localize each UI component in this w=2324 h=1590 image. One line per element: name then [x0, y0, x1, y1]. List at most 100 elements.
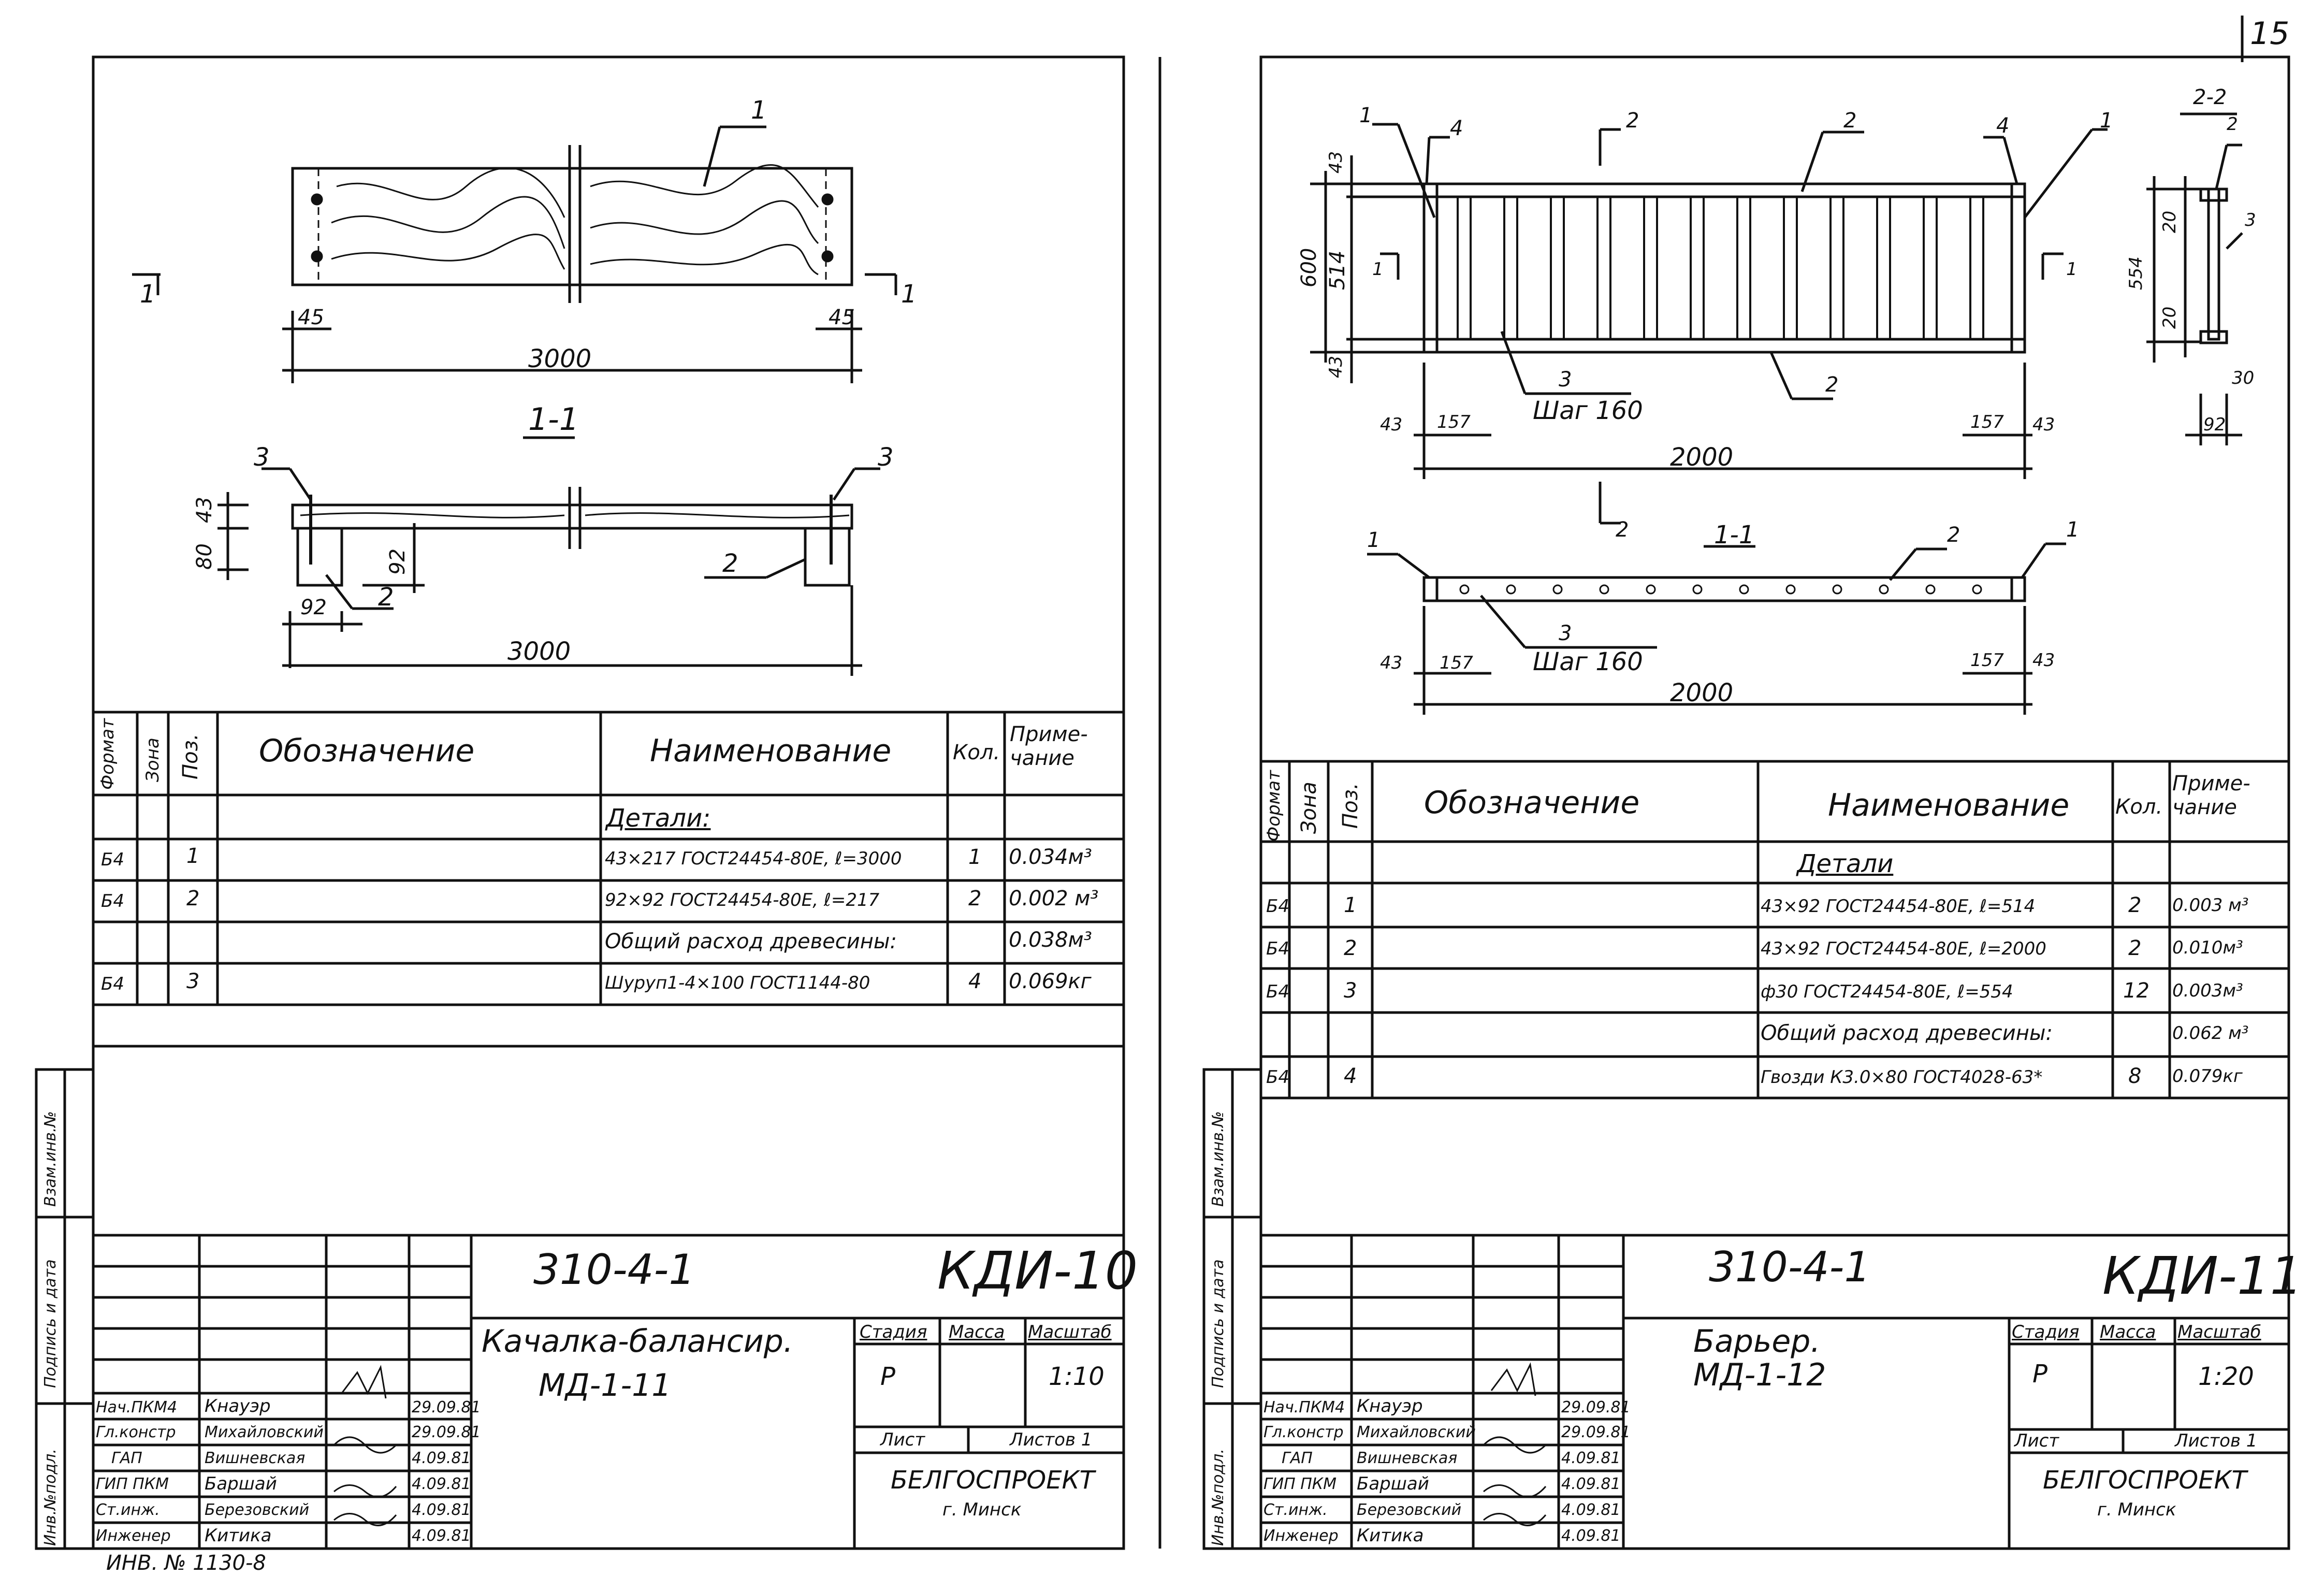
- right-th-pos-text: Поз.: [1339, 783, 1362, 829]
- board-plan-left: [291, 167, 853, 286]
- right-row-1-qty: 2: [2128, 893, 2142, 917]
- right-pos2bot: 2: [1825, 373, 1839, 397]
- right-signer-0-name: Кнауэр: [1357, 1396, 1423, 1416]
- right-sec22-3: 3: [2245, 210, 2256, 230]
- right-subtitle: МД-1-12: [1693, 1357, 1826, 1393]
- right-dim-43a: 43: [1326, 151, 1346, 174]
- left-dim-45-left: 45: [298, 306, 324, 329]
- left-scale: 1:10: [1049, 1362, 1105, 1391]
- right-row-1-name: 43×92 ГОСТ24454-80Е, ℓ=514: [1761, 896, 2036, 917]
- left-signer-2-name: Вишневская: [205, 1449, 306, 1467]
- right-sec-arrow-1: 1: [1372, 259, 1384, 280]
- left-pos2-label-b: 2: [722, 549, 738, 578]
- right-dim-554: 554: [2126, 256, 2146, 290]
- left-side-sign-text: Подпись и дата: [41, 1259, 60, 1389]
- right-row-5-format: Б4: [1266, 1067, 1289, 1088]
- left-row-1-qty: 1: [968, 845, 982, 869]
- left-dim-3000-top: 3000: [528, 344, 592, 373]
- left-th-qty: Кол.: [953, 741, 1000, 764]
- left-sheet-code: КДИ-10: [937, 1240, 1138, 1301]
- right-dim-43b: 43: [1326, 356, 1346, 378]
- right-stage: Р: [2032, 1360, 2047, 1389]
- left-row-3-note: 0.038м³: [1009, 928, 1092, 952]
- left-signer-0-name: Кнауэр: [205, 1396, 271, 1416]
- left-th-format: Формат: [97, 718, 118, 790]
- left-dim-92-vert: 92: [386, 548, 410, 575]
- right-sheet-code: КДИ-11: [2102, 1246, 2303, 1306]
- right-th-zone: Зона: [1297, 782, 1321, 834]
- left-section-title: 1-1: [528, 401, 579, 438]
- right-th-qty: Кол.: [2115, 795, 2163, 819]
- right-pos3b: 3: [1559, 621, 1572, 645]
- right-th-zone-text: Зона: [1297, 782, 1321, 834]
- right-dim-43d: 43: [2032, 414, 2055, 435]
- right-signer-2-date: 4.09.81: [1561, 1449, 1621, 1467]
- left-signer-4-name: Березовский: [205, 1501, 310, 1519]
- right-signer-0-date: 29.09.81: [1561, 1398, 1631, 1416]
- right-signer-4-date: 4.09.81: [1561, 1501, 1621, 1519]
- right-dim-514: 514: [1326, 251, 1349, 290]
- right-dim-30: 30: [2232, 368, 2255, 388]
- left-signer-3-role: ГИП ПКМ: [96, 1475, 169, 1493]
- right-doc-code: 310-4-1: [1709, 1243, 1871, 1291]
- right-row-2-qty: 2: [2128, 936, 2142, 960]
- right-side-replace: Взам.инв.№: [1209, 1111, 1227, 1207]
- right-row-5-name: Гвозди К3.0×80 ГОСТ4028-63*: [1761, 1067, 2043, 1088]
- right-row-3-format: Б4: [1266, 981, 1289, 1002]
- right-dim-43a-text: 43: [1326, 151, 1346, 174]
- left-signer-5-role: Инженер: [96, 1527, 171, 1545]
- left-row-1-format: Б4: [101, 849, 124, 870]
- left-signer-2-role: ГАП: [111, 1449, 142, 1467]
- left-row-1-name: 43×217 ГОСТ24454-80Е, ℓ=3000: [605, 848, 902, 869]
- right-dim-20b-text: 20: [2159, 306, 2180, 329]
- left-pos3-label-b: 3: [878, 443, 894, 472]
- left-row-2-note: 0.002 м³: [1009, 887, 1099, 910]
- right-th-format: Формат: [1263, 770, 1284, 842]
- left-row-2-qty: 2: [968, 887, 982, 910]
- left-row-4-pos: 3: [186, 970, 200, 993]
- right-row-5-pos: 4: [1344, 1064, 1357, 1088]
- right-signer-3-date: 4.09.81: [1561, 1475, 1621, 1493]
- right-dim-2000: 2000: [1670, 443, 1734, 472]
- page-number: 15: [2250, 16, 2290, 52]
- right-side-sign-text: Подпись и дата: [1209, 1259, 1227, 1389]
- left-dim-43-text: 43: [193, 497, 216, 523]
- left-title: Качалка-балансир.: [482, 1323, 793, 1360]
- left-row-2-name: 92×92 ГОСТ24454-80Е, ℓ=217: [605, 890, 880, 910]
- right-signer-4-role: Ст.инж.: [1263, 1501, 1328, 1519]
- right-city: г. Минск: [2097, 1499, 2176, 1520]
- right-row-2-name: 43×92 ГОСТ24454-80Е, ℓ=2000: [1761, 938, 2046, 959]
- right-sheet-label: Лист: [2014, 1430, 2059, 1451]
- right-pos3: 3: [1559, 368, 1572, 392]
- left-row-4-format: Б4: [101, 974, 124, 994]
- left-th-format-text: Формат: [97, 718, 118, 790]
- left-stage: Р: [880, 1362, 895, 1391]
- right-th-note: Приме-чание: [2172, 772, 2250, 819]
- left-city: г. Минск: [942, 1499, 1022, 1520]
- right-dim-20b: 20: [2159, 307, 2180, 329]
- left-side-sign: Подпись и дата: [41, 1260, 60, 1389]
- right-pos4a: 4: [1450, 117, 1463, 140]
- right-row-0-name: Детали: [1797, 849, 1894, 878]
- right-scale-label: Масштаб: [2177, 1322, 2261, 1342]
- left-dim-43: 43: [193, 497, 216, 523]
- left-row-1-note: 0.034м³: [1009, 845, 1092, 869]
- left-signer-5-date: 4.09.81: [412, 1527, 471, 1545]
- left-th-pos: Поз.: [179, 733, 202, 779]
- right-pos4b: 4: [1996, 114, 2010, 138]
- left-th-designation: Обозначение: [259, 733, 475, 769]
- left-signer-0-date: 29.09.81: [412, 1398, 481, 1416]
- right-row-4-name: Общий расход древесины:: [1761, 1021, 2053, 1045]
- right-sec22-title: 2-2: [2193, 85, 2227, 109]
- left-signer-3-name: Баршай: [205, 1473, 277, 1494]
- left-signer-3-date: 4.09.81: [412, 1475, 471, 1493]
- right-pos2c: 2: [1947, 523, 1960, 547]
- right-signer-2-name: Вишневская: [1357, 1449, 1458, 1467]
- right-signer-1-name: Михайловский: [1357, 1423, 1476, 1441]
- left-dim-3000-bottom: 3000: [507, 637, 571, 666]
- right-dim-157a: 157: [1437, 412, 1471, 432]
- right-th-name: Наименование: [1828, 787, 2070, 823]
- right-row-3-note: 0.003м³: [2172, 980, 2243, 1001]
- right-dim-43e: 43: [1380, 653, 1403, 673]
- right-dim-157b: 157: [1970, 412, 2004, 432]
